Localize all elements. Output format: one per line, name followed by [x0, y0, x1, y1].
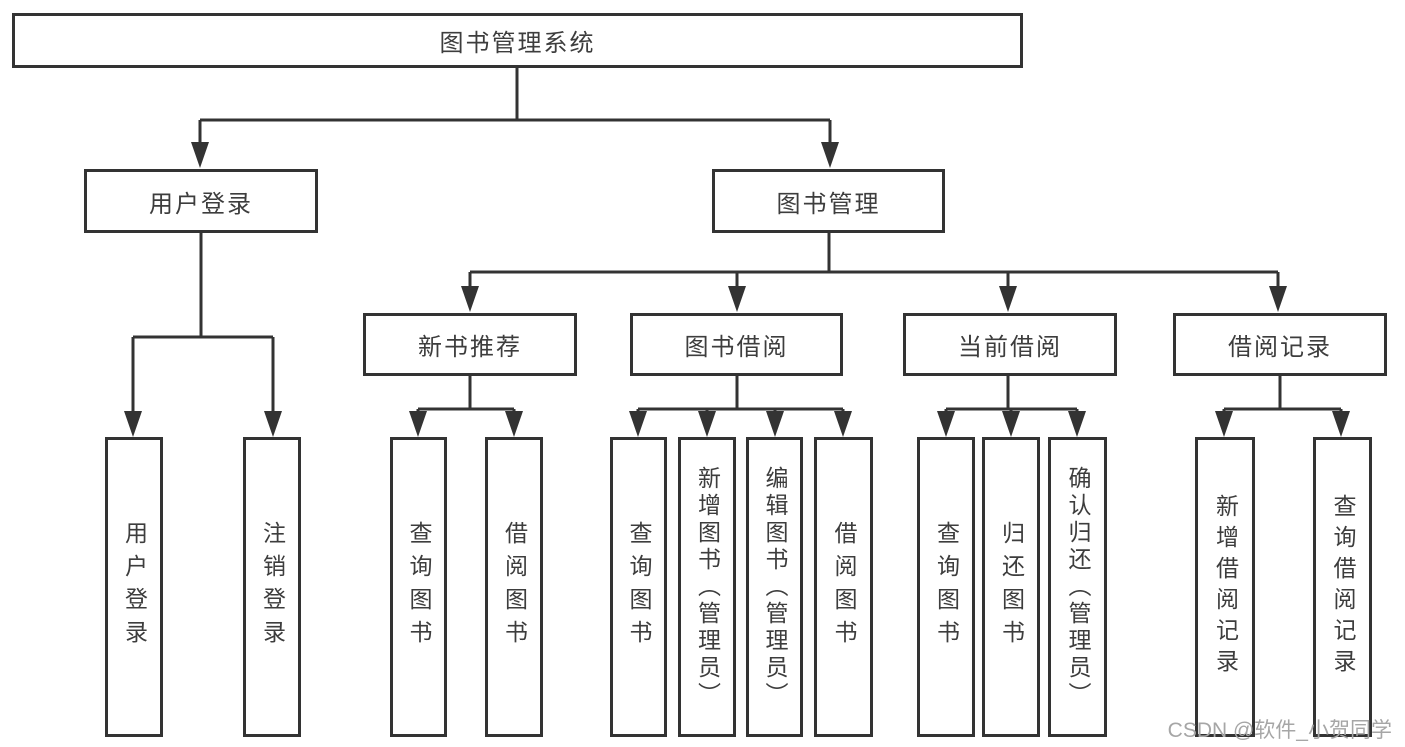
leaf-user-login: 用户登录 [105, 437, 163, 737]
node-borrowing-records: 借阅记录 [1173, 313, 1387, 376]
csdn-watermark: CSDN @软件_小贺同学 [1167, 719, 1392, 742]
leaf-borrow-books: 借阅图书 [814, 437, 873, 737]
leaf-return-books: 归还图书 [982, 437, 1040, 737]
leaf-confirm-return-admin: 确认归还（管理员） [1048, 437, 1107, 737]
leaf-logout: 注销登录 [243, 437, 301, 737]
node-new-book-recommendation: 新书推荐 [363, 313, 577, 376]
leaf-add-books-admin: 新增图书（管理员） [678, 437, 736, 737]
leaf-query-books-borrowing: 查询图书 [610, 437, 667, 737]
leaf-add-borrow-record: 新增借阅记录 [1195, 437, 1255, 737]
leaf-query-borrow-record: 查询借阅记录 [1313, 437, 1372, 737]
leaf-query-books-current: 查询图书 [917, 437, 975, 737]
leaf-query-books-recommend: 查询图书 [390, 437, 447, 737]
arrowheads [124, 142, 1350, 437]
node-user-login: 用户登录 [84, 169, 318, 233]
node-book-borrowing: 图书借阅 [630, 313, 843, 376]
leaf-edit-books-admin: 编辑图书（管理员） [746, 437, 803, 737]
node-book-management: 图书管理 [712, 169, 945, 233]
node-current-borrowing: 当前借阅 [903, 313, 1117, 376]
node-library-management-system: 图书管理系统 [12, 13, 1023, 68]
leaf-borrow-books-recommend: 借阅图书 [485, 437, 543, 737]
